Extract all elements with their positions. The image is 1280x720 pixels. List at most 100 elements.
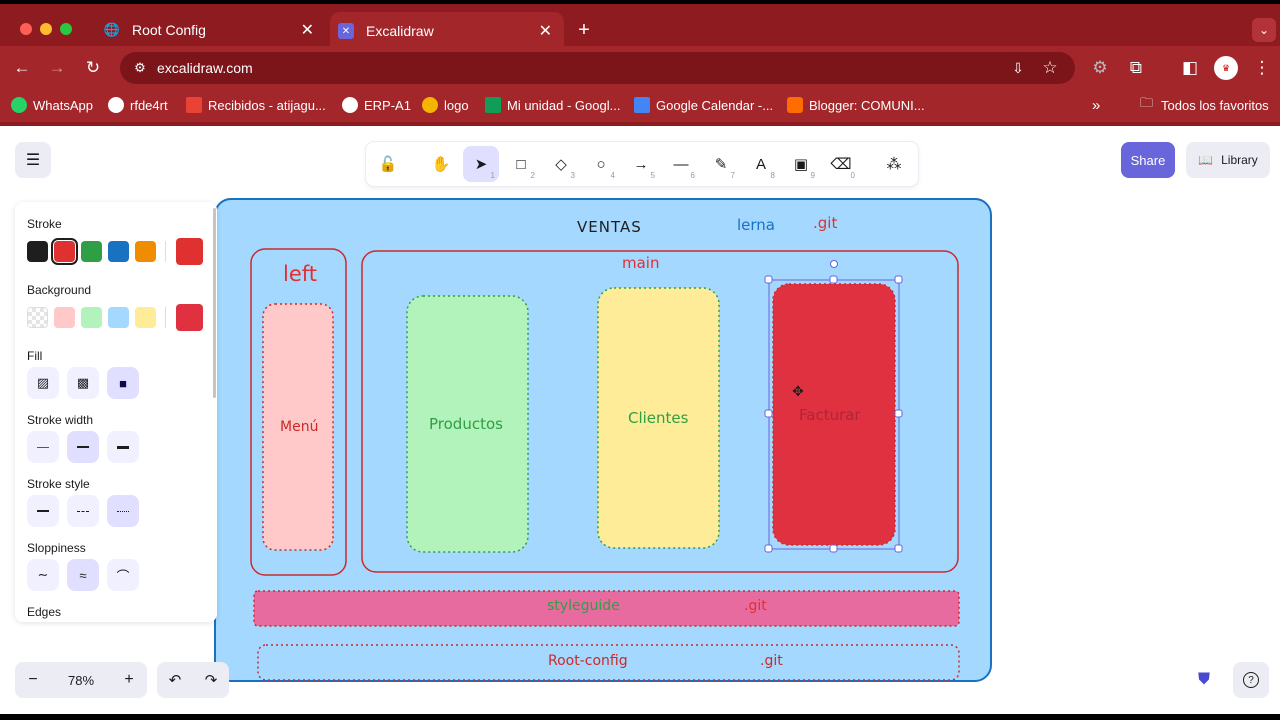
- bookmark-gmail[interactable]: Recibidos - atijagu...: [186, 90, 326, 120]
- tool-diamond[interactable]: ◇3: [543, 146, 579, 182]
- shield-icon[interactable]: ⛊: [1197, 671, 1210, 688]
- artist-icon: ≈: [79, 567, 87, 583]
- arrow-icon: →: [633, 155, 649, 173]
- url-text[interactable]: excalidraw.com: [157, 60, 253, 76]
- menu-box: [262, 303, 334, 551]
- side-panel-icon[interactable]: ◧: [1181, 58, 1199, 77]
- bookmark-whatsapp[interactable]: WhatsApp: [11, 90, 93, 120]
- close-window-button[interactable]: [20, 23, 32, 35]
- background-swatch-transparent[interactable]: [27, 307, 48, 328]
- close-tab-icon[interactable]: ✕: [300, 22, 314, 39]
- bookmark-erp[interactable]: ERP-A1: [342, 90, 411, 120]
- sloppiness-cartoonist-button[interactable]: ⌒: [107, 559, 139, 591]
- pencil-icon: ✎: [714, 156, 728, 173]
- stroke-style-dotted-button[interactable]: [107, 495, 139, 527]
- help-button[interactable]: ?: [1233, 662, 1269, 698]
- new-tab-icon[interactable]: +: [578, 18, 590, 41]
- zoom-controls: − 78% +: [15, 662, 147, 698]
- install-app-icon[interactable]: ⇩: [1012, 59, 1024, 76]
- tool-selection[interactable]: ➤1: [463, 146, 499, 182]
- zoom-level[interactable]: 78%: [67, 672, 95, 688]
- bookmark-calendar[interactable]: Google Calendar -...: [634, 90, 773, 120]
- extension-icon[interactable]: ⚙: [1092, 58, 1108, 77]
- site-info-icon[interactable]: ⚙: [134, 60, 146, 75]
- bookmark-logo[interactable]: logo: [422, 90, 469, 120]
- background-current-color[interactable]: [176, 304, 203, 331]
- excalidraw-canvas[interactable]: ✥ VENTAS lerna .git left main Menú Produ…: [0, 126, 1280, 714]
- bookmark-drive[interactable]: Mi unidad - Googl...: [485, 90, 620, 120]
- menu-kebab-icon[interactable]: ⋮: [1253, 58, 1271, 77]
- stroke-current-color[interactable]: [176, 238, 203, 265]
- tab-search-icon[interactable]: ⌄: [1252, 18, 1276, 42]
- tool-more[interactable]: ⁂: [876, 146, 912, 182]
- library-button[interactable]: 📖Library: [1186, 142, 1270, 178]
- extensions-puzzle-icon[interactable]: ⧉: [1129, 58, 1143, 77]
- share-button[interactable]: Share: [1121, 142, 1175, 178]
- stroke-style-dashed-button[interactable]: [67, 495, 99, 527]
- tool-hand[interactable]: ✋: [423, 146, 459, 182]
- stroke-swatch-orange[interactable]: [135, 241, 156, 262]
- stroke-width-bold-button[interactable]: [67, 431, 99, 463]
- stroke-swatch-red[interactable]: [51, 238, 78, 265]
- bookmark-blogger[interactable]: Blogger: COMUNI...: [787, 90, 925, 120]
- back-icon[interactable]: ←: [13, 58, 31, 77]
- reload-icon[interactable]: ↻: [85, 58, 101, 77]
- bookmark-star-icon[interactable]: ☆: [1042, 58, 1058, 77]
- eraser-icon: ⌫: [830, 156, 852, 173]
- stroke-swatch-blue[interactable]: [108, 241, 129, 262]
- zoom-out-button[interactable]: −: [28, 671, 38, 688]
- stroke-swatch-black[interactable]: [27, 241, 48, 262]
- blogger-icon: [787, 97, 803, 113]
- tool-eraser[interactable]: ⌫0: [823, 146, 859, 182]
- more-bookmarks-icon[interactable]: »: [1092, 96, 1101, 114]
- panel-scrollbar[interactable]: [213, 208, 216, 398]
- avatar[interactable]: ♛: [1214, 56, 1238, 80]
- main-label: main: [622, 254, 660, 272]
- tab-excalidraw[interactable]: ✕ Excalidraw ✕: [330, 12, 564, 50]
- undo-icon[interactable]: ↶: [168, 672, 182, 689]
- background-swatch-green[interactable]: [81, 307, 102, 328]
- bookmark-rfde4rt[interactable]: rfde4rt: [108, 90, 168, 120]
- minimize-window-button[interactable]: [40, 23, 52, 35]
- hand-icon: ✋: [431, 156, 451, 173]
- fill-label: Fill: [27, 349, 43, 363]
- diagram-svg[interactable]: ✥: [0, 126, 1280, 714]
- properties-panel: Stroke Background Fill ▨ ▩ ■ Stroke widt…: [15, 202, 217, 622]
- tool-number: 7: [730, 171, 735, 180]
- tab-root-config[interactable]: 🌐 Root Config ✕: [96, 12, 326, 48]
- tool-lock[interactable]: 🔓: [370, 146, 406, 182]
- tool-rectangle[interactable]: □2: [503, 146, 539, 182]
- all-bookmarks[interactable]: 🗀Todos los favoritos: [1140, 90, 1269, 120]
- zoom-in-button[interactable]: +: [124, 671, 134, 688]
- redo-icon[interactable]: ↷: [204, 672, 218, 689]
- close-tab-icon[interactable]: ✕: [538, 23, 552, 40]
- main-menu-button[interactable]: ☰: [15, 142, 51, 178]
- tool-image[interactable]: ▣9: [783, 146, 819, 182]
- maximize-window-button[interactable]: [60, 23, 72, 35]
- tool-arrow[interactable]: →5: [623, 146, 659, 182]
- forward-icon[interactable]: →: [48, 58, 66, 77]
- shapes-icon: ⁂: [886, 156, 902, 173]
- fill-solid-button[interactable]: ■: [107, 367, 139, 399]
- folder-icon: 🗀: [1140, 95, 1154, 110]
- fill-crosshatch-button[interactable]: ▩: [67, 367, 99, 399]
- sloppiness-architect-button[interactable]: ∼: [27, 559, 59, 591]
- cartoonist-icon: ⌒: [116, 568, 130, 584]
- fill-hachure-button[interactable]: ▨: [27, 367, 59, 399]
- stroke-width-thin-button[interactable]: [27, 431, 59, 463]
- tool-draw[interactable]: ✎7: [703, 146, 739, 182]
- excalidraw-icon: ✕: [338, 23, 354, 39]
- stroke-width-extra-button[interactable]: [107, 431, 139, 463]
- background-swatch-blue[interactable]: [108, 307, 129, 328]
- sloppiness-artist-button[interactable]: ≈: [67, 559, 99, 591]
- background-swatch-pink[interactable]: [54, 307, 75, 328]
- dotted-line-icon: [117, 510, 129, 512]
- tool-ellipse[interactable]: ○4: [583, 146, 619, 182]
- tab-label: Excalidraw: [366, 23, 434, 39]
- tool-line[interactable]: —6: [663, 146, 699, 182]
- stroke-swatch-green[interactable]: [81, 241, 102, 262]
- stroke-style-solid-button[interactable]: [27, 495, 59, 527]
- omnibox[interactable]: ⚙ excalidraw.com ⇩ ☆: [120, 52, 1075, 84]
- background-swatch-yellow[interactable]: [135, 307, 156, 328]
